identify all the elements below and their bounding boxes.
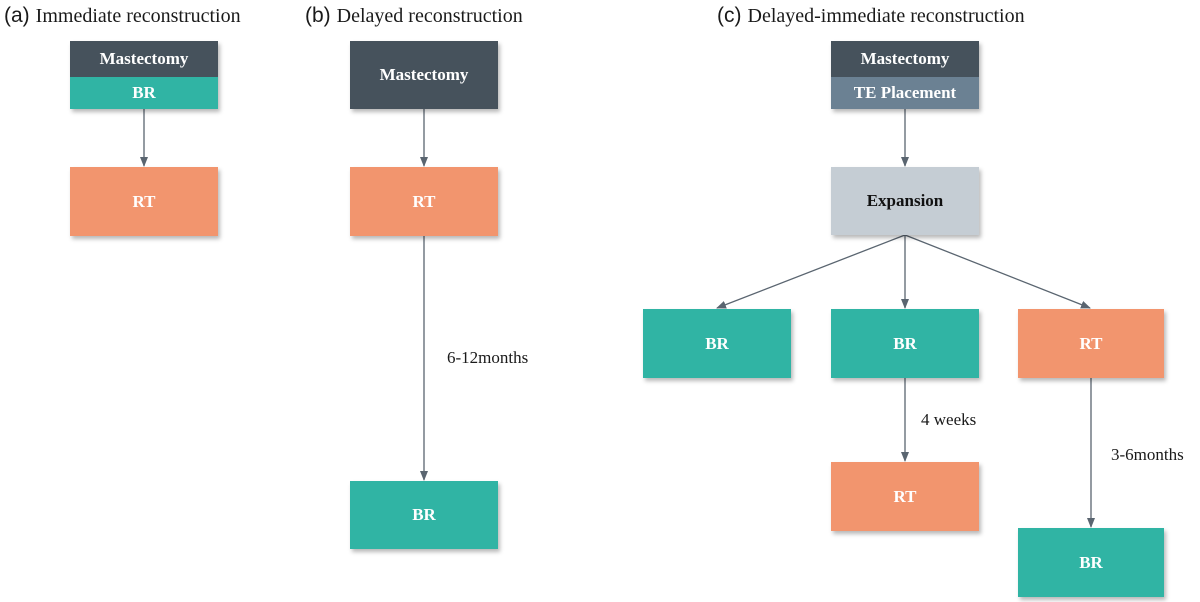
panel-b-name: Delayed reconstruction bbox=[336, 5, 523, 27]
arrow-c-expansion-to-left-br bbox=[716, 234, 906, 309]
panel-c-left-br-box: BR bbox=[643, 309, 791, 378]
panel-b-letter: (b) bbox=[305, 4, 331, 27]
panel-a-mastectomy-br-box: Mastectomy BR bbox=[70, 41, 218, 109]
panel-b-mastectomy-box: Mastectomy bbox=[350, 41, 498, 109]
panel-c-mid-rt-box: RT bbox=[831, 462, 979, 531]
panel-c-te-placement-label: TE Placement bbox=[831, 77, 979, 109]
panel-b-br-box: BR bbox=[350, 481, 498, 549]
panel-a-letter: (a) bbox=[4, 4, 30, 27]
panel-c-mid-interval-label: 4 weeks bbox=[921, 410, 977, 429]
panel-a-mastectomy-label: Mastectomy bbox=[70, 41, 218, 77]
panel-c-title: (c)Delayed-immediate reconstruction bbox=[717, 4, 1025, 28]
panel-c-expansion-box: Expansion bbox=[831, 167, 979, 235]
panel-a-name: Immediate reconstruction bbox=[35, 5, 241, 27]
panel-b-title: (b)Delayed reconstruction bbox=[305, 4, 523, 28]
panel-b-rt-box: RT bbox=[350, 167, 498, 236]
panel-c-right-rt-box: RT bbox=[1018, 309, 1164, 378]
panel-a-br-label: BR bbox=[70, 77, 218, 109]
panel-c-mastectomy-te-box: Mastectomy TE Placement bbox=[831, 41, 979, 109]
panel-a-title: (a)Immediate reconstruction bbox=[4, 4, 241, 28]
panel-a-rt-box: RT bbox=[70, 167, 218, 236]
panel-c-right-interval-label: 3-6months bbox=[1111, 445, 1184, 464]
panel-c-mid-br-box: BR bbox=[831, 309, 979, 378]
panel-c-letter: (c) bbox=[717, 4, 742, 27]
panel-b-interval-label: 6-12months bbox=[447, 348, 529, 367]
panel-c-name: Delayed-immediate reconstruction bbox=[747, 5, 1025, 27]
arrow-c-expansion-to-right-rt bbox=[904, 234, 1091, 309]
panel-c-mastectomy-label: Mastectomy bbox=[831, 41, 979, 77]
panel-c-right-br-box: BR bbox=[1018, 528, 1164, 597]
